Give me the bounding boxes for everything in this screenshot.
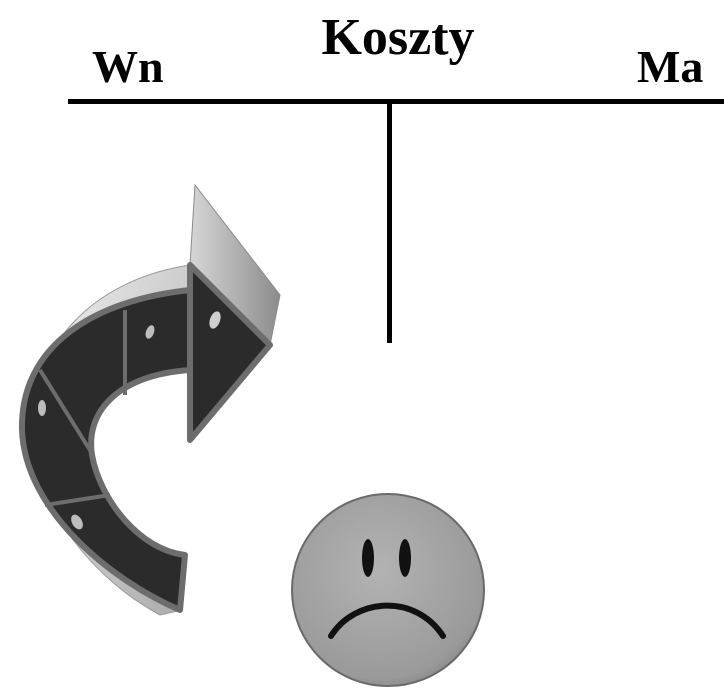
sad-face-icon [285,488,490,688]
t-account-horizontal-line [68,99,724,104]
credit-side-label: Ma [637,41,704,92]
curved-arrow-icon [0,170,300,620]
account-title: Koszty [321,9,475,66]
t-account-vertical-line [387,101,392,343]
debit-side-label: Wn [92,41,164,92]
